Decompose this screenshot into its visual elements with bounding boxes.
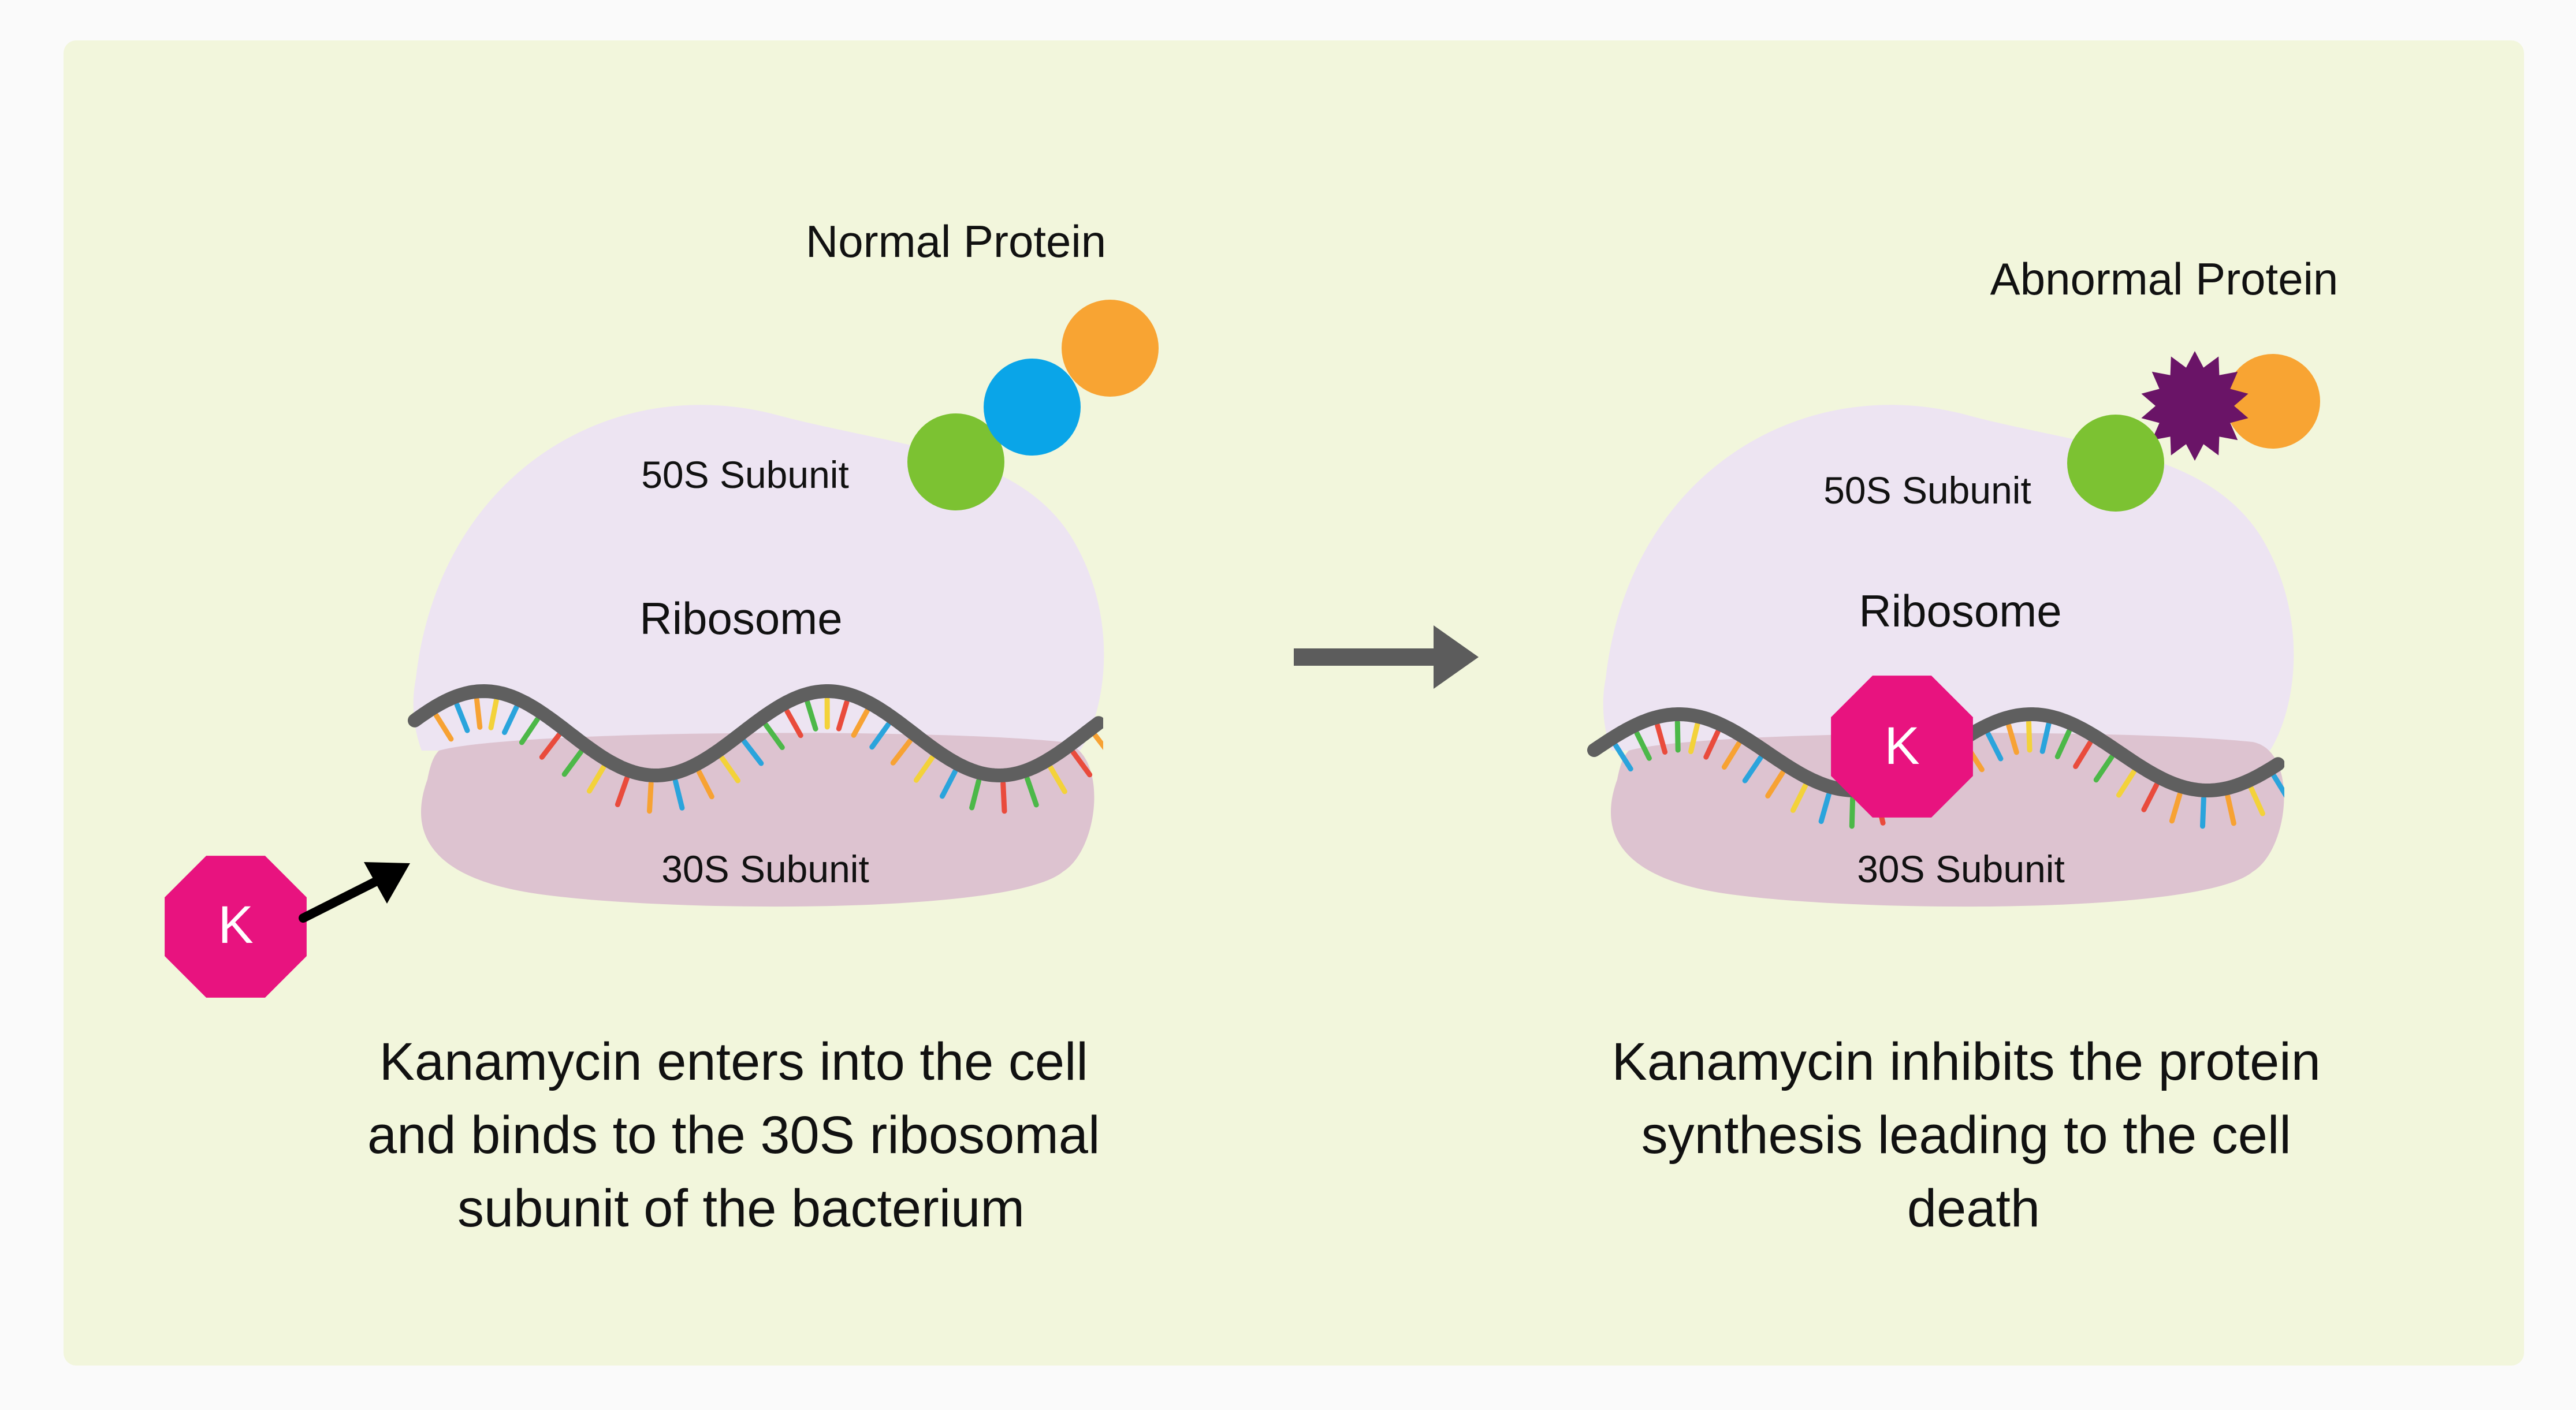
mrna-base xyxy=(488,697,499,730)
right-caption-line-1: Kanamycin inhibits the protein xyxy=(1612,1032,2321,1091)
mrna-base xyxy=(433,713,454,742)
mrna-base xyxy=(672,778,685,811)
mrna-base xyxy=(1703,729,1721,760)
mrna-base xyxy=(2054,729,2072,759)
mrna-base xyxy=(1025,776,1039,808)
mrna-base xyxy=(2200,796,2206,829)
left-kanamycin-octagon-icon: K xyxy=(165,856,307,998)
mrna-base xyxy=(1674,719,1681,753)
left-protein-blue-ball xyxy=(984,359,1081,456)
right-kanamycin-octagon-icon: K xyxy=(1831,676,1973,818)
mrna-base xyxy=(2271,773,2284,798)
left-caption-line-2: and binds to the 30S ribosomal xyxy=(367,1106,1100,1165)
right-panel: K Abnormal Protein 50S Subunit Ribosome … xyxy=(1587,253,2339,1238)
entry-arrow-icon xyxy=(299,862,410,923)
mrna-base xyxy=(474,697,483,730)
mrna-base xyxy=(1742,755,1763,784)
mrna-base xyxy=(1613,743,1633,772)
mrna-base xyxy=(1765,770,1785,799)
mrna-base xyxy=(647,781,654,814)
mrna-base xyxy=(696,769,714,800)
mrna-base xyxy=(454,702,470,733)
mrna-base xyxy=(784,708,803,738)
mrna-base xyxy=(2169,792,2183,824)
mrna-base xyxy=(1655,722,1668,755)
mrna-base xyxy=(805,699,818,732)
mrna-base xyxy=(1818,792,1832,825)
mrna-base xyxy=(2225,793,2236,826)
mrna-base xyxy=(890,738,913,766)
mrna-base xyxy=(1985,731,2004,762)
right-caption: Kanamycin inhibits the protein synthesis… xyxy=(1612,1032,2336,1238)
left-30s-subunit xyxy=(420,733,1095,907)
mrna-base xyxy=(2093,754,2115,783)
left-caption: Kanamycin enters into the cell and binds… xyxy=(367,1032,1115,1238)
left-protein-label: Normal Protein xyxy=(806,216,1106,267)
mrna-base xyxy=(2141,782,2160,812)
mrna-base xyxy=(836,699,850,732)
background-panel xyxy=(64,40,2524,1366)
mrna-base xyxy=(969,778,981,811)
left-panel: Normal Protein 50S Subunit Ribosome 30S … xyxy=(165,216,1159,1238)
mrna-base xyxy=(763,722,785,750)
right-50s-label: 50S Subunit xyxy=(1823,469,2031,512)
mrna-base xyxy=(913,755,935,783)
mrna-base xyxy=(869,722,891,750)
right-kanamycin-symbol: K xyxy=(1884,717,1919,775)
left-30s-label: 30S Subunit xyxy=(661,848,869,890)
mrna-base xyxy=(939,769,958,799)
mrna-base xyxy=(2249,785,2265,816)
right-protein-green-ball xyxy=(2067,415,2164,512)
mrna-base xyxy=(2116,769,2136,798)
left-50s-label: 50S Subunit xyxy=(641,453,849,496)
left-mrna-bases xyxy=(433,696,1103,814)
mrna-base xyxy=(519,717,540,745)
mrna-base xyxy=(742,738,764,766)
mrna-base xyxy=(719,755,740,784)
mrna-base xyxy=(586,764,606,794)
left-protein-orange-ball xyxy=(1062,300,1159,397)
left-caption-line-1: Kanamycin enters into the cell xyxy=(379,1032,1088,1091)
mrna-base xyxy=(1790,782,1808,813)
right-caption-line-3: death xyxy=(1907,1179,2040,1238)
mrna-base xyxy=(1000,781,1007,814)
left-caption-line-3: subunit of the bacterium xyxy=(457,1179,1025,1238)
mrna-base xyxy=(1070,749,1093,778)
mrna-base xyxy=(539,732,561,760)
right-abnormal-star-icon xyxy=(2141,351,2249,461)
mrna-base xyxy=(561,749,584,777)
right-protein-label: Abnormal Protein xyxy=(1990,253,2339,304)
mrna-base xyxy=(2006,723,2019,755)
mrna-base xyxy=(1634,730,1652,761)
right-30s-label: 30S Subunit xyxy=(1857,848,2065,890)
mrna-base xyxy=(851,708,870,738)
left-ribosome-label: Ribosome xyxy=(639,593,842,644)
mrna-base xyxy=(1048,764,1067,794)
mrna-base xyxy=(1721,741,1742,770)
left-mrna-strand xyxy=(408,684,1103,783)
right-caption-line-2: synthesis leading to the cell xyxy=(1641,1106,2291,1165)
right-protein-orange-ball xyxy=(2225,354,2320,449)
process-arrow-icon xyxy=(1294,625,1479,689)
mrna-base xyxy=(615,775,630,807)
mrna-base xyxy=(1093,733,1103,751)
mrna-base xyxy=(2073,740,2093,769)
left-protein-green-ball xyxy=(907,413,1004,510)
mrna-base xyxy=(2026,719,2032,753)
mrna-base xyxy=(502,704,519,735)
left-kanamycin-symbol: K xyxy=(218,896,253,954)
mrna-base xyxy=(2039,722,2052,754)
mrna-base xyxy=(1688,722,1700,755)
right-ribosome-label: Ribosome xyxy=(1859,585,2061,636)
